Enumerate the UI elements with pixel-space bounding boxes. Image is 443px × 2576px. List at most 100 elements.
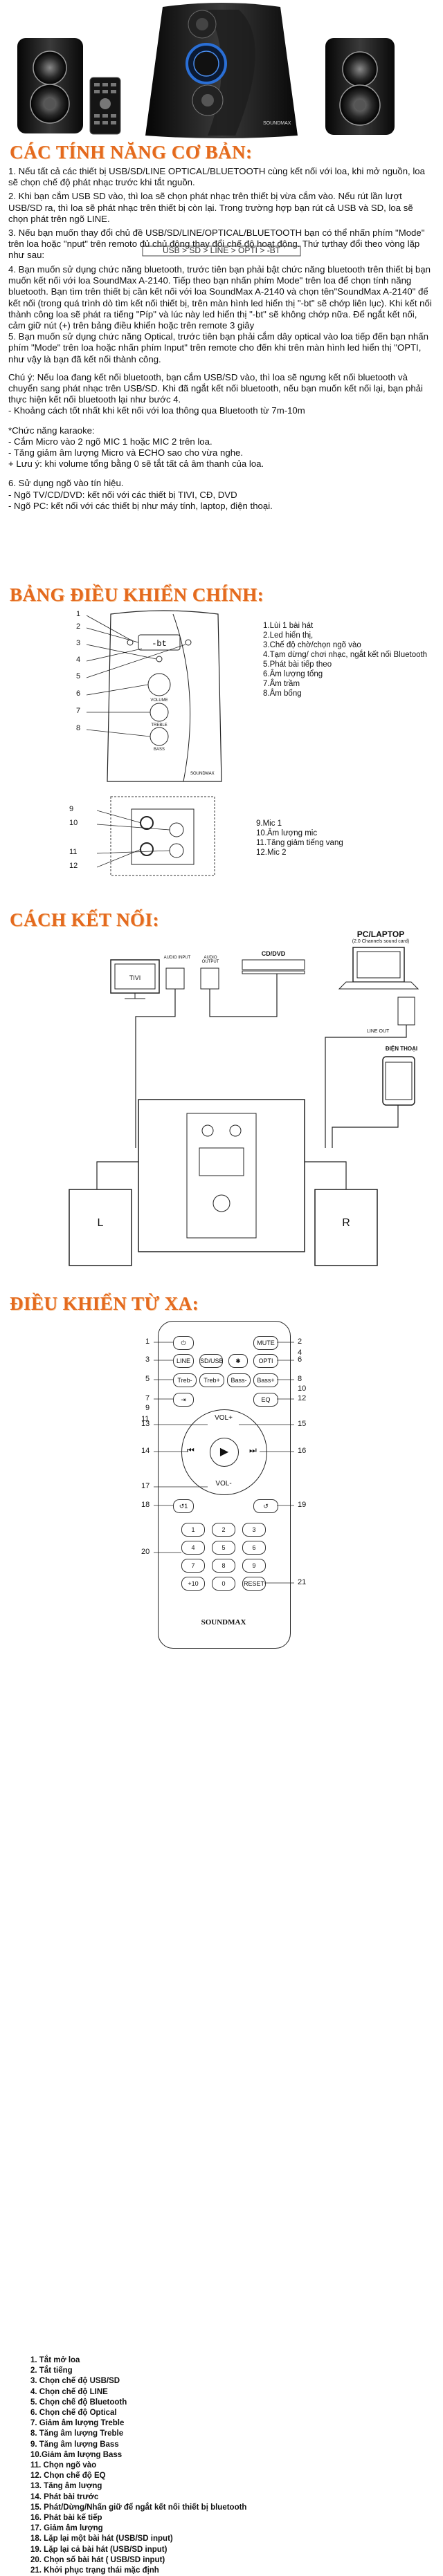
- mic-label-9: 9.Mic 1: [256, 819, 282, 828]
- control-panel-figure: -bt SOUNDMAX 1 2 3 4 5 6 7 8 VOLUME TREB…: [42, 609, 429, 788]
- cp-label-3: 3.Chế độ chờ/chọn ngõ vào: [263, 641, 361, 649]
- remote-legend-item: 11. Chọn ngõ vào: [30, 2461, 97, 2470]
- mic-label-12: 12.Mic 2: [256, 849, 287, 857]
- feature-1: 1. Nếu tất cả các thiết bị USB/SD/LINE O…: [8, 166, 425, 188]
- bass-plus-button[interactable]: Bass+: [253, 1373, 278, 1387]
- remote-callout-5: 5: [145, 1375, 150, 1383]
- remote-legend: 1. Tắt mở loa 2. Tắt tiếng 3. Chọn chế đ…: [30, 2355, 246, 2576]
- next-track-icon[interactable]: ⏭: [249, 1445, 257, 1455]
- mic-callout-11: 11: [69, 848, 78, 856]
- led-display-text: -bt: [152, 639, 167, 649]
- prev-track-icon[interactable]: ⏮: [187, 1445, 195, 1455]
- remote-callout-4: 4: [298, 1349, 302, 1357]
- karaoke-1: - Cắm Micro vào 2 ngõ MIC 1 hoặc MIC 2 t…: [8, 436, 213, 447]
- vol-plus-label[interactable]: VOL+: [215, 1414, 233, 1422]
- mute-button[interactable]: MUTE: [253, 1336, 278, 1350]
- karaoke-2: - Tăng giảm âm lượng Micro và ECHO sao c…: [8, 447, 244, 458]
- remote-legend-item: 17. Giảm âm lượng: [30, 2524, 103, 2533]
- digit-2-button[interactable]: 2: [212, 1523, 235, 1537]
- remote-legend-item: 4. Chọn chế độ LINE: [30, 2387, 108, 2396]
- remote-callout-16: 16: [298, 1447, 307, 1455]
- digit-0-button[interactable]: 0: [212, 1577, 235, 1591]
- cp-callout-8: 8: [76, 724, 81, 732]
- opti-button[interactable]: OPTI: [253, 1354, 278, 1368]
- features-text-2: 4. Bạn muốn sử dụng chức năng bluetooth,…: [8, 264, 435, 512]
- remote-legend-item: 9. Tăng âm lượng Bass: [30, 2440, 119, 2449]
- right-speaker-label: R: [342, 1217, 350, 1229]
- remote-legend-item: 21. Khởi phục trạng thái mặc định: [30, 2566, 159, 2575]
- cp-label-7: 7.Âm trầm: [263, 680, 300, 688]
- cp-callout-4: 4: [76, 656, 81, 664]
- remote-callout-11: 11: [141, 1415, 150, 1423]
- audio-input-label: AUDIO INPUT: [163, 956, 191, 960]
- digit-3-button[interactable]: 3: [242, 1523, 266, 1537]
- cp-label-1: 1.Lùi 1 bài hát: [263, 622, 314, 630]
- remote-figure: ⏻ MUTE LINE SD/USB ✱ OPTI Treb- Treb+ Ba…: [0, 1321, 443, 1653]
- remote-legend-item: 3. Chọn chế độ USB/SD: [30, 2377, 120, 2386]
- cp-label-8: 8.Âm bổng: [263, 689, 302, 698]
- digit-9-button[interactable]: 9: [242, 1559, 266, 1573]
- mic-callout-12: 12: [69, 862, 78, 870]
- left-satellite-speaker: [17, 38, 83, 133]
- line-button[interactable]: LINE: [173, 1354, 194, 1368]
- cp-callout-7: 7: [76, 707, 81, 715]
- remote-legend-item: 19. Lặp lại cả bài hát (USB/SD input): [30, 2545, 168, 2554]
- vol-minus-label[interactable]: VOL-: [215, 1480, 232, 1488]
- remote-legend-item: 15. Phát/Dừng/Nhấn giữ để ngắt kết nối t…: [30, 2503, 247, 2512]
- cp-callout-5: 5: [76, 672, 81, 680]
- remote-callout-10: 10: [298, 1384, 307, 1393]
- mic-panel-drawing: [97, 796, 215, 876]
- note-distance: - Khoảng cách tốt nhất khi kết nối với l…: [8, 405, 305, 416]
- speaker-set-illustration: SOUNDMAX: [17, 3, 395, 138]
- digit-5-button[interactable]: 5: [212, 1541, 235, 1555]
- mic-label-10: 10.Âm lượng mic: [256, 829, 318, 837]
- eq-button[interactable]: EQ: [253, 1393, 278, 1407]
- remote-callout-3: 3: [145, 1355, 150, 1364]
- remote-callout-9: 9: [145, 1404, 150, 1412]
- digit-6-button[interactable]: 6: [242, 1541, 266, 1555]
- cp-callout-1: 1: [76, 610, 81, 618]
- volume-knob-label: VOLUME: [150, 698, 168, 703]
- play-pause-button[interactable]: ▶: [210, 1438, 239, 1467]
- remote-legend-item: 18. Lặp lại một bài hát (USB/SD input): [30, 2535, 173, 2543]
- repeat-one-button[interactable]: ↺1: [173, 1499, 194, 1513]
- digit-8-button[interactable]: 8: [212, 1559, 235, 1573]
- feature-5: 5. Bạn muốn sử dụng chức năng Optical, t…: [8, 331, 428, 364]
- tv-label: TIVI: [129, 974, 141, 981]
- bass-minus-button[interactable]: Bass-: [227, 1373, 251, 1387]
- remote-legend-item: 20. Chọn số bài hát ( USB/SD input): [30, 2555, 165, 2564]
- left-speaker-label: L: [97, 1217, 104, 1229]
- remote-callout-19: 19: [298, 1501, 307, 1509]
- remote-callout-12: 12: [298, 1394, 307, 1402]
- cp-label-6: 6.Âm lượng tổng: [263, 670, 323, 678]
- repeat-all-button[interactable]: ↺: [253, 1499, 278, 1513]
- cp-callout-3: 3: [76, 639, 81, 647]
- pc-laptop-label: PC/LAPTOP: [356, 929, 405, 939]
- connection-title: CÁCH KẾT NỐI:: [10, 909, 160, 930]
- mic-callout-9: 9: [69, 805, 74, 813]
- power-button[interactable]: ⏻: [173, 1336, 194, 1350]
- subwoofer: SOUNDMAX: [145, 3, 298, 138]
- remote-title: ĐIỀU KHIỂN TỪ XA:: [10, 1293, 199, 1314]
- sdusb-button[interactable]: SD/USB: [199, 1354, 224, 1368]
- remote-legend-item: 13. Tăng âm lượng: [30, 2482, 102, 2491]
- digit-7-button[interactable]: 7: [181, 1559, 205, 1573]
- cp-callout-2: 2: [76, 622, 81, 631]
- input-button[interactable]: ⇥: [173, 1393, 194, 1407]
- phone-label: ĐIỆN THOẠI: [385, 1046, 418, 1052]
- treble-minus-button[interactable]: Treb-: [173, 1373, 197, 1387]
- digit-1-button[interactable]: 1: [181, 1523, 205, 1537]
- subwoofer-front-drawing: -bt SOUNDMAX: [86, 610, 222, 782]
- feature-3: 3. Nếu bạn muốn thay đổi chủ đề USB/SD/L…: [8, 228, 425, 261]
- karaoke-3: + Lưu ý: khi volume tổng bằng 0 sẽ tắt t…: [8, 458, 264, 470]
- features-text: 1. Nếu tất cả các thiết bị USB/SD/LINE O…: [8, 166, 435, 261]
- line-out-label: LINE OUT: [367, 1029, 390, 1034]
- bluetooth-button[interactable]: ✱: [228, 1354, 248, 1368]
- treble-knob-label: TREBLE: [151, 723, 168, 728]
- digit-4-button[interactable]: 4: [181, 1541, 205, 1555]
- reset-button[interactable]: RESET: [242, 1577, 266, 1591]
- audio-output-label: AUDIO OUTPUT: [201, 956, 219, 964]
- plus10-button[interactable]: +10: [181, 1577, 205, 1591]
- mode-cycle-text: USB > SD > LINE > OPTI > -BT: [162, 245, 281, 255]
- treble-plus-button[interactable]: Treb+: [199, 1373, 224, 1387]
